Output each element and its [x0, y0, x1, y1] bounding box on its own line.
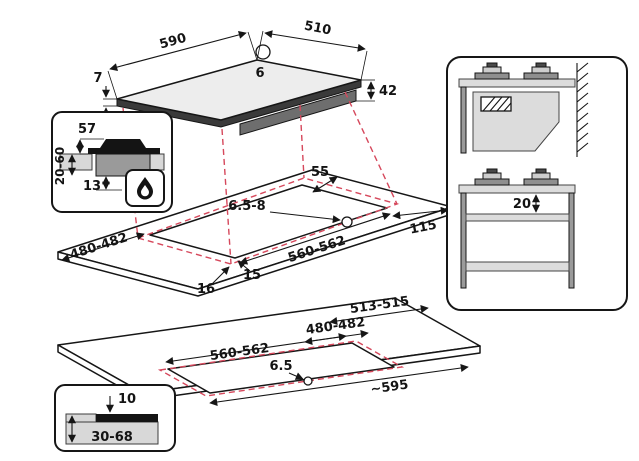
dim-hob-height: 57 — [78, 122, 96, 137]
dim-clearance-below-hob: 13 — [83, 179, 101, 194]
shelf-upper — [465, 213, 570, 222]
dim-side-offset: 15 — [243, 268, 261, 283]
side-panel-board — [460, 86, 467, 154]
fixing-hole-marker — [303, 376, 313, 386]
hob-footprint-outline — [135, 177, 400, 265]
dim-thickness-range: 30-68 — [91, 430, 133, 445]
dim-flush-hole: 6.5 — [269, 359, 292, 374]
top-view-dimensions: 590 510 6 7 42 — [93, 19, 397, 119]
hob-slab-side — [458, 184, 576, 194]
dim-glass-width: 590 — [158, 31, 188, 53]
cabinet-installation-view — [458, 62, 589, 157]
frame-leg-left — [460, 192, 467, 289]
side-installation-panel: 20 — [446, 56, 628, 311]
dim-top-inset: 10 — [118, 392, 136, 407]
dim-counter-thickness: 20-60 — [53, 147, 67, 185]
shelf-lower — [465, 261, 570, 272]
cutout-hole-marker — [341, 216, 353, 228]
section-detail-bottom: 10 30-68 — [54, 384, 176, 452]
dim-under-hob-clearance: 20 — [513, 197, 531, 212]
hob-slab-side — [458, 78, 576, 88]
frame-installation-view: 20 — [458, 168, 576, 289]
knob-hole-marker — [255, 44, 271, 60]
section-detail-top: 57 20-60 13 — [51, 111, 173, 213]
wall-hatch — [576, 62, 589, 153]
vent-hatch — [482, 96, 512, 112]
dim-total-height: 42 — [379, 84, 397, 99]
dim-right-clearance: 115 — [409, 218, 439, 238]
dim-glass-depth: 510 — [303, 19, 332, 39]
dim-back-clearance: 55 — [311, 165, 329, 180]
dim-flush-outer-width: ~595 — [370, 377, 410, 397]
dim-front-offset: 16 — [197, 282, 215, 297]
hob-edge-section — [96, 414, 158, 422]
counter-section-right — [149, 153, 165, 171]
frame-leg-right — [568, 192, 575, 289]
pan-support-section — [100, 139, 146, 148]
counter-step-upper — [65, 413, 97, 423]
dim-cutout-hole: 6.5-8 — [228, 199, 265, 214]
dim-glass-thickness: 7 — [93, 71, 102, 86]
flame-icon — [137, 177, 153, 200]
dim-hole-diameter: 6 — [255, 66, 264, 81]
hob-flange-section — [88, 148, 160, 154]
